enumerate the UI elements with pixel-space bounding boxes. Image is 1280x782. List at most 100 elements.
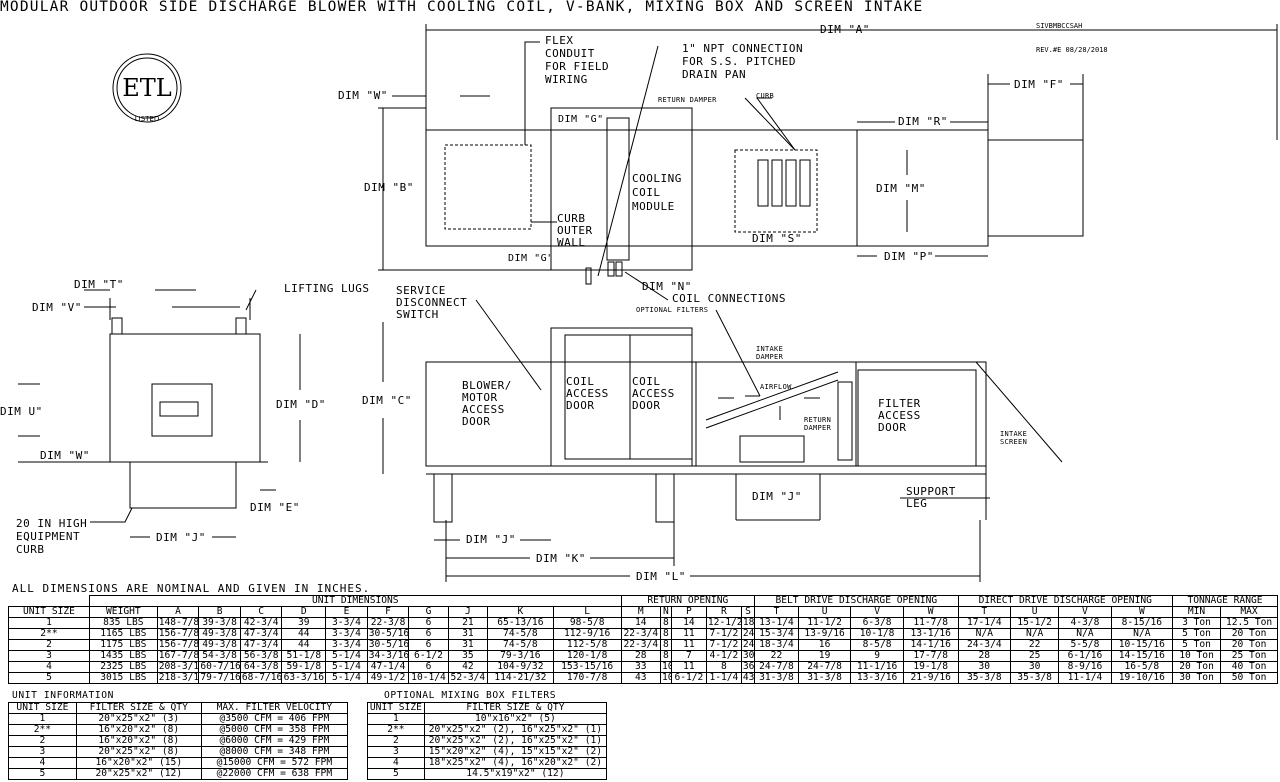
main-table-col-header: WEIGHT (88, 606, 158, 618)
dim-w-end-label: DIM "W" (40, 449, 90, 462)
main-table-cell: 52-3/4 (447, 672, 489, 684)
dim-j-end-label: DIM "J" (156, 531, 206, 544)
main-table-cell: 74-5/8 (487, 628, 554, 640)
main-table-cell: 6 (408, 617, 449, 629)
main-table-cell: 16-5/8 (1110, 661, 1173, 673)
main-table-col-header: J (447, 606, 489, 618)
lifting-lugs-label: LIFTING LUGS (284, 282, 370, 295)
main-table-cell: 24-7/8 (754, 661, 799, 673)
dim-l-label: DIM "L" (636, 570, 686, 583)
filter-access-door-label: FILTER ACCESS DOOR (878, 397, 921, 434)
main-table-cell: 114-21/32 (487, 672, 554, 684)
main-table-cell: 11-7/8 (902, 617, 959, 629)
main-table-cell: 3-3/4 (325, 617, 368, 629)
main-table-cell: 3-3/4 (325, 639, 368, 651)
main-table-cell: 5-5/8 (1058, 639, 1112, 651)
main-table-cell: 12.5 Ton (1220, 617, 1278, 629)
table-row: 2**20"x25"x2" (2), 16"x25"x2" (1) (367, 724, 608, 736)
service-disconnect-label: SERVICE DISCONNECT SWITCH (396, 284, 468, 321)
return-damper-side-label: RETURN DAMPER (804, 416, 832, 432)
main-table-cell: 8 (659, 650, 672, 662)
main-table-col-header: E (325, 606, 368, 618)
main-table-col-header: W (1110, 606, 1173, 618)
main-table-cell: 8 (659, 639, 672, 651)
unit-info-col-header: MAX. FILTER VELOCITY (200, 702, 349, 714)
main-table-cell: 44 (281, 639, 327, 651)
main-table-cell: 156-7/8 (156, 628, 200, 640)
main-table-cell: 156-7/8 (156, 639, 200, 651)
main-table-cell: 8 (705, 661, 742, 673)
table-row: 2**16"x20"x2" (8)@5000 CFM = 358 FPM (8, 724, 349, 736)
intake-damper-label: INTAKE DAMPER (756, 345, 784, 361)
main-table-cell: 47-3/4 (239, 639, 283, 651)
main-table-cell: 30 (957, 661, 1012, 673)
dim-e-label: DIM "E" (250, 501, 300, 514)
main-table-cell: 20 Ton (1220, 639, 1278, 651)
main-table-cell: 43 (740, 672, 756, 684)
mixing-filters-col-header: FILTER SIZE & QTY (423, 702, 608, 714)
main-table-cell: 22-3/4 (620, 628, 661, 640)
main-table-col-header: U (1010, 606, 1060, 618)
main-table-col-header: T (754, 606, 799, 618)
main-table-cell: 6-1/2 (408, 650, 449, 662)
main-table-cell: 4-1/2 (705, 650, 742, 662)
main-table-cell: 56-3/8 (239, 650, 283, 662)
unit-info-col-header: UNIT SIZE (8, 702, 77, 714)
main-table-cell: 6 (408, 628, 449, 640)
unit-info-cell: 1 (8, 713, 77, 725)
main-table-cell: N/A (1010, 628, 1060, 640)
dim-c-label: DIM "C" (362, 394, 412, 407)
unit-info-title: UNIT INFORMATION (12, 690, 115, 701)
group-tonnage-range: TONNAGE RANGE (1171, 595, 1279, 607)
dim-f-label: DIM "F" (1014, 78, 1064, 91)
main-table-cell: 5-1/4 (325, 650, 368, 662)
mixing-filters-cell: 1 (367, 713, 425, 725)
main-table-cell: 31 (447, 639, 489, 651)
main-table-cell: 10 (659, 661, 672, 673)
main-table-col-header: MAX (1220, 606, 1278, 618)
main-table-col-header: L (552, 606, 622, 618)
main-table-cell: 10 Ton (1171, 650, 1222, 662)
main-table-cell: 10-1/4 (408, 672, 449, 684)
main-table-cell: 1175 LBS (88, 639, 158, 651)
main-table-col-header: B (198, 606, 241, 618)
main-table-cell: 3 Ton (1171, 617, 1222, 629)
main-table-cell: 24 (740, 628, 756, 640)
main-table-cell: 7-1/2 (705, 639, 742, 651)
dim-d-label: DIM "D" (276, 398, 326, 411)
mixing-filters-cell: 2 (367, 735, 425, 747)
main-table-cell: 30-5/16 (366, 639, 410, 651)
unit-info-cell: @3500 CFM = 406 FPM (200, 713, 349, 725)
main-table-cell: 28 (620, 650, 661, 662)
main-table-cell: 64-3/8 (239, 661, 283, 673)
main-table-col-header: U (797, 606, 852, 618)
dim-p-label: DIM "P" (884, 250, 934, 263)
main-table-cell: 22-3/4 (620, 639, 661, 651)
main-table-cell: 10-15/16 (1110, 639, 1173, 651)
main-table-cell: 74-5/8 (487, 639, 554, 651)
main-table-cell: 112-9/16 (552, 628, 622, 640)
unit-info-cell: @6000 CFM = 429 FPM (200, 735, 349, 747)
main-table-col-header: P (670, 606, 707, 618)
main-table-cell: 11-1/2 (797, 617, 852, 629)
return-damper-slots (757, 159, 811, 207)
main-table-cell: 39-3/8 (198, 617, 241, 629)
revision-date: REV.#E 08/28/2018 (1036, 46, 1108, 54)
main-table-cell: N/A (1058, 628, 1112, 640)
coil-access-door-2-label: COIL ACCESS DOOR (632, 375, 675, 412)
dim-n-label: DIM "N" (642, 280, 692, 293)
main-table-cell: 120-1/8 (552, 650, 622, 662)
main-table-cell: 5 (8, 672, 90, 684)
main-table-cell: 153-15/16 (552, 661, 622, 673)
main-table-cell: 16 (797, 639, 852, 651)
main-table-col-header: G (408, 606, 449, 618)
main-table-cell: 68-7/16 (239, 672, 283, 684)
